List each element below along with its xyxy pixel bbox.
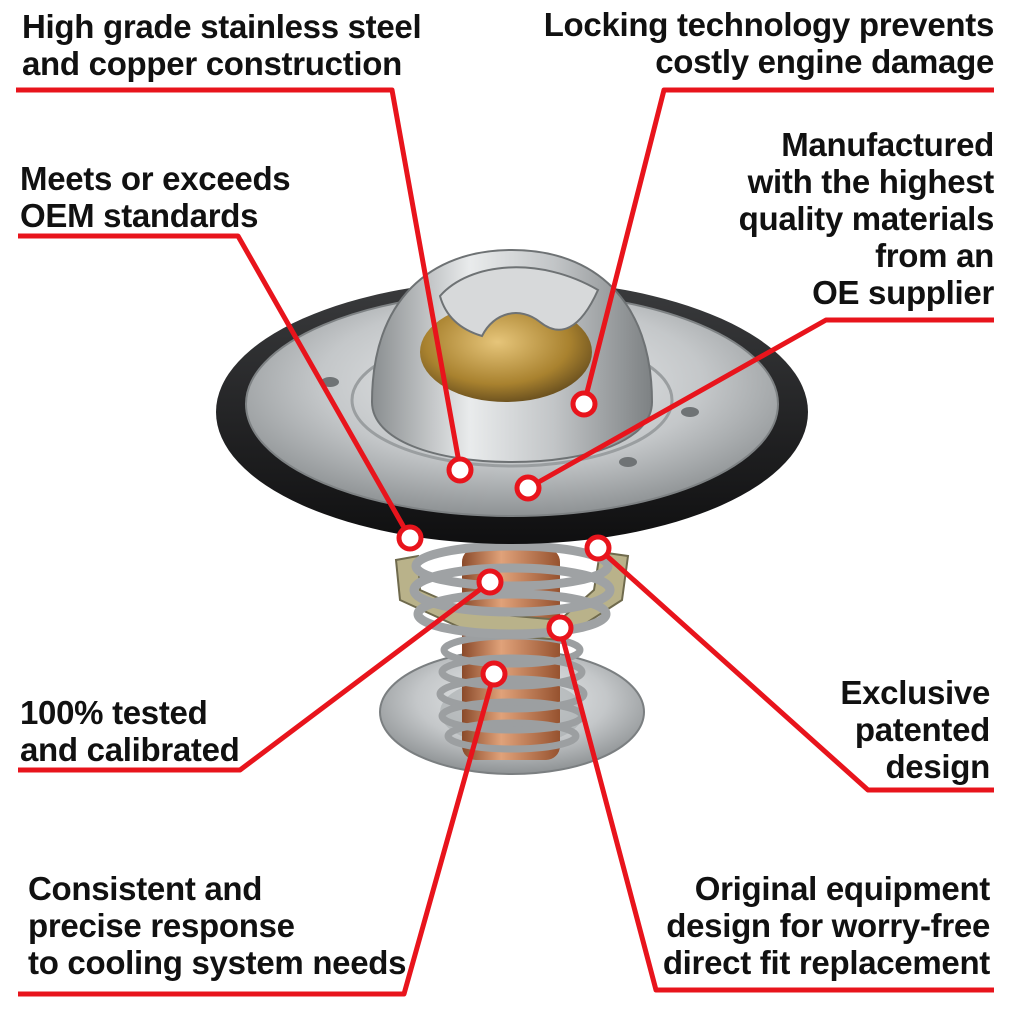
callout-line-direct-fit bbox=[557, 627, 994, 993]
callout-steel-copper: High grade stainless steel and copper co… bbox=[22, 8, 422, 82]
marker-response bbox=[480, 660, 508, 688]
callout-line-oem bbox=[18, 233, 413, 540]
callout-line-steel-copper bbox=[16, 87, 463, 469]
callout-lines bbox=[16, 87, 994, 997]
callout-line-response bbox=[18, 673, 497, 997]
callout-markers bbox=[396, 390, 612, 688]
callout-line-locking bbox=[581, 87, 994, 405]
callout-response: Consistent and precise response to cooli… bbox=[28, 870, 407, 981]
callout-locking: Locking technology prevents costly engin… bbox=[543, 6, 995, 80]
marker-oem bbox=[396, 524, 424, 552]
lower-spring bbox=[436, 632, 588, 753]
callout-tested: 100% tested and calibrated bbox=[20, 694, 240, 768]
locking-tab bbox=[438, 266, 600, 338]
callout-line-patented bbox=[596, 546, 994, 793]
main-spring bbox=[409, 541, 615, 639]
marker-locking bbox=[570, 390, 598, 418]
callout-line-materials bbox=[526, 317, 994, 491]
marker-direct-fit bbox=[546, 614, 574, 642]
marker-tested bbox=[476, 568, 504, 596]
marker-materials bbox=[514, 474, 542, 502]
callout-patented: Exclusive patented design bbox=[840, 674, 990, 785]
callout-line-tested bbox=[18, 580, 492, 773]
marker-steel-copper bbox=[446, 456, 474, 484]
callout-direct-fit: Original equipment design for worry-free… bbox=[662, 870, 990, 981]
callout-materials: Manufactured with the highest quality ma… bbox=[738, 126, 995, 311]
thermostat-body bbox=[216, 248, 808, 775]
callout-oem: Meets or exceeds OEM standards bbox=[20, 160, 291, 234]
marker-patented bbox=[584, 534, 612, 562]
